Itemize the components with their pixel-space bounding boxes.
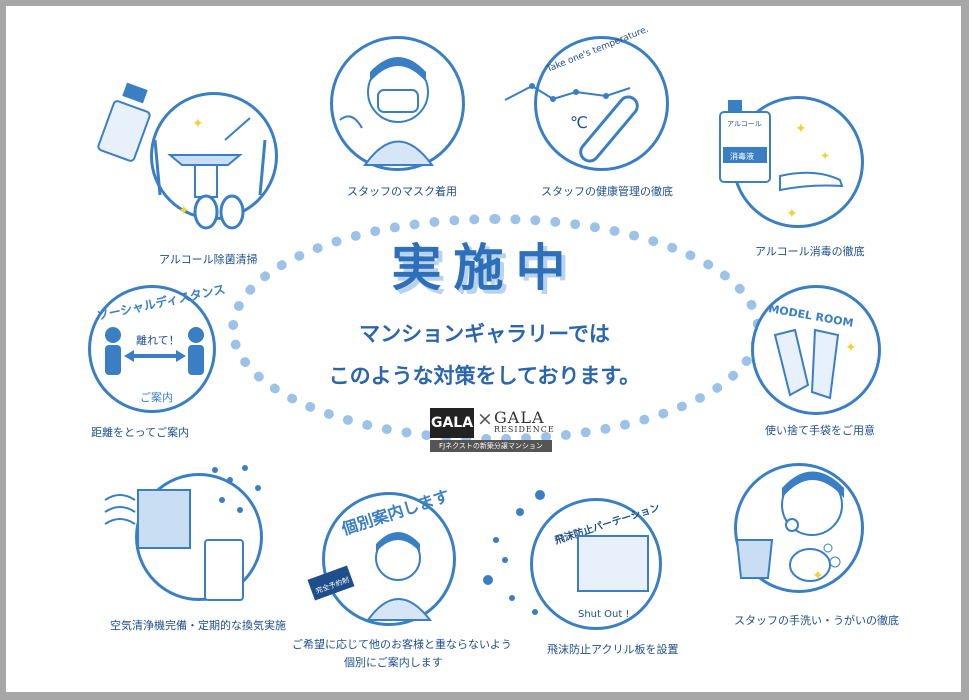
gala-residence-logo: GALA xyxy=(494,408,545,427)
celsius-unit: ℃ xyxy=(570,113,588,132)
bottle-label-top: アルコール xyxy=(727,120,762,128)
svg-text:✦: ✦ xyxy=(820,149,830,163)
guidance-caption-2: 個別にご案内します xyxy=(344,656,443,669)
headline-line-2: このような対策をしております。 xyxy=(328,364,641,388)
distance-caption: 距離をとってご案内 xyxy=(91,426,190,439)
distance-speech: 離れて！ xyxy=(136,333,180,347)
brand-logo: GALA × GALA RESIDENCE FJネクストの新築分譲マンション xyxy=(430,408,555,454)
logo-cross: × xyxy=(477,408,493,430)
gala-logo: GALA xyxy=(430,408,474,438)
headline-line-1: マンションギャラリーでは xyxy=(359,322,610,346)
disinfection-caption: アルコール消毒の徹底 xyxy=(755,245,865,258)
mask-caption: スタッフのマスク着用 xyxy=(347,185,457,198)
center-oval xyxy=(228,214,763,444)
gloves-caption: 使い捨て手袋をご用意 xyxy=(765,424,875,437)
bottle-label-bottom: 消毒液 xyxy=(730,151,754,161)
temperature-caption: スタッフの健康管理の徹底 xyxy=(541,185,673,198)
distance-inner-text: ご案内 xyxy=(140,390,173,404)
handwash-caption: スタッフの手洗い・うがいの徹底 xyxy=(734,614,899,627)
partition-caption: 飛沫防止アクリル板を設置 xyxy=(547,643,679,656)
gala-residence-sub: RESIDENCE xyxy=(494,425,555,434)
svg-text:✦: ✦ xyxy=(178,203,190,219)
air-caption: 空気清浄機完備・定期的な換気実施 xyxy=(110,619,286,632)
svg-text:✦: ✦ xyxy=(845,340,857,356)
svg-text:✦: ✦ xyxy=(786,206,798,222)
page-title: 実施中 xyxy=(391,239,578,297)
logo-tagline: FJネクストの新築分譲マンション xyxy=(430,440,552,452)
svg-text:✦: ✦ xyxy=(795,121,807,137)
shutout-text: Shut Out ! xyxy=(578,609,629,620)
svg-text:✦: ✦ xyxy=(192,116,204,132)
svg-text:✦: ✦ xyxy=(812,568,824,584)
guidance-caption: ご希望に応じて他のお客様と重ならないよう xyxy=(292,638,512,651)
cleaning-caption: アルコール除菌清掃 xyxy=(159,253,258,266)
